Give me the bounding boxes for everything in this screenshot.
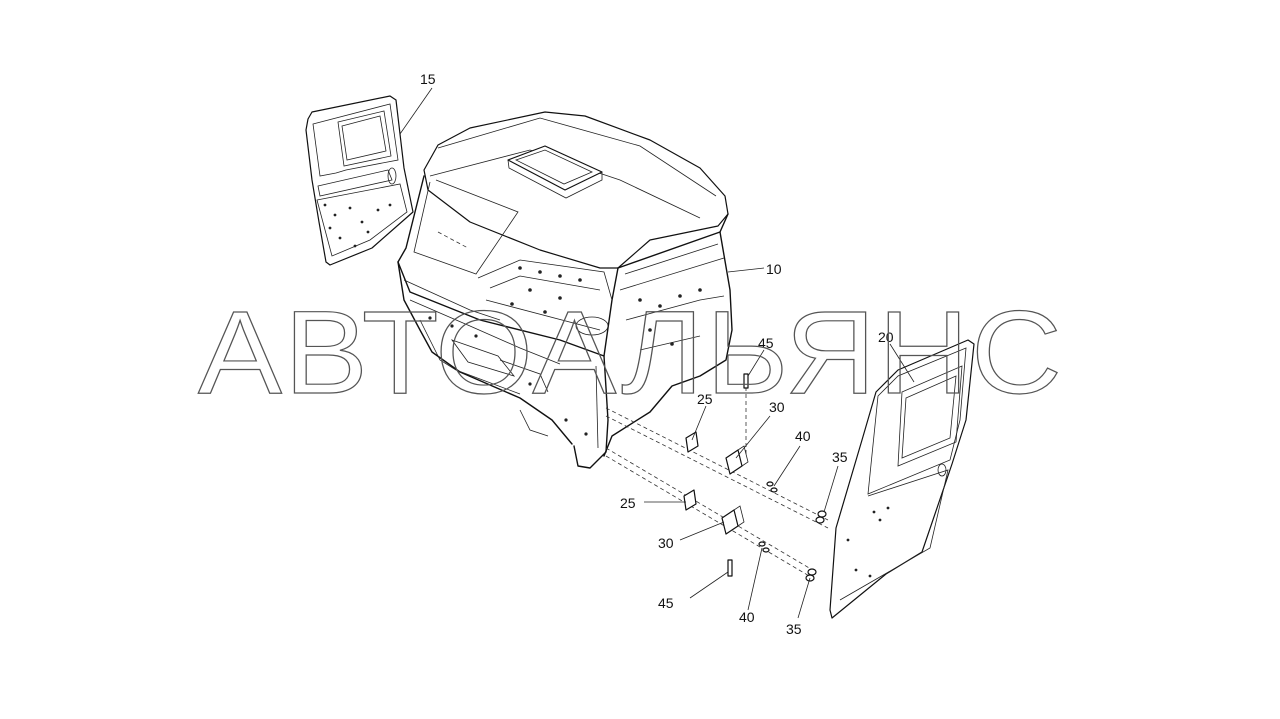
callout-labels: 15 10 20 45 25 30 40 35 25 30 45 40 35 <box>420 71 894 637</box>
leader-lines <box>399 87 915 619</box>
callout-40-bottom: 40 <box>739 609 755 625</box>
left-door <box>305 95 414 266</box>
callout-45-top: 45 <box>758 335 774 351</box>
callout-25-bottom: 25 <box>620 495 636 511</box>
assembly-axes <box>605 380 829 581</box>
callout-30-bottom: 30 <box>658 535 674 551</box>
watermark: АВТОАЛЬЯНС <box>198 287 1064 419</box>
callout-20: 20 <box>878 329 894 345</box>
hinge-parts-upper <box>685 373 827 524</box>
callout-25-top: 25 <box>697 391 713 407</box>
callout-35-top: 35 <box>832 449 848 465</box>
callout-15: 15 <box>420 71 436 87</box>
callout-40-top: 40 <box>795 428 811 444</box>
callout-45-bottom: 45 <box>658 595 674 611</box>
cab-body <box>397 111 733 469</box>
right-door <box>829 339 975 619</box>
callout-35-bottom: 35 <box>786 621 802 637</box>
callout-30-top: 30 <box>769 399 785 415</box>
callout-10: 10 <box>766 261 782 277</box>
